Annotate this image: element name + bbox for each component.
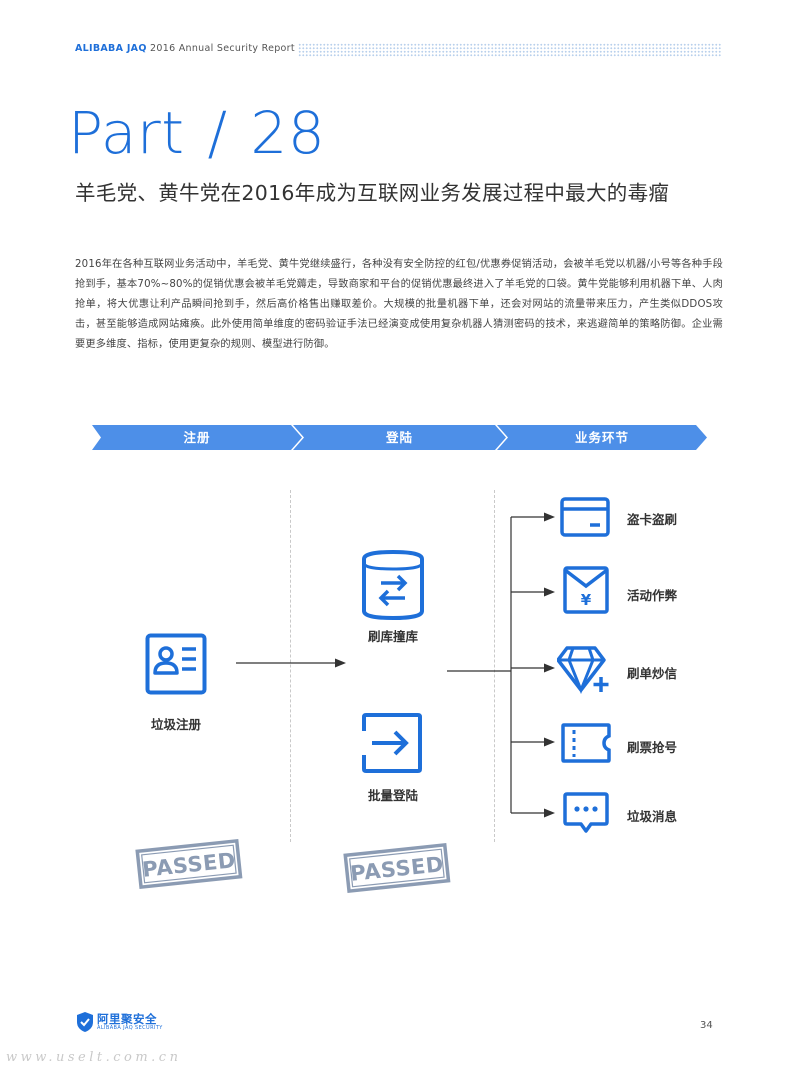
page-subtitle: 羊毛党、黄牛党在2016年成为互联网业务发展过程中最大的毒瘤 — [75, 181, 670, 205]
footer-logo-cn: 阿里聚安全 — [97, 1012, 157, 1026]
part-slash: / — [207, 99, 228, 167]
header-brand: ALIBABA JAQ — [75, 43, 147, 54]
header-report-title: 2016 Annual Security Report — [150, 43, 295, 54]
stage-login-label: 登陆 — [385, 430, 413, 445]
business-item-card-theft: 盗卡盗刷 — [627, 512, 678, 527]
part-number: 28 — [250, 99, 326, 167]
batch-login-caption: 批量登陆 — [367, 788, 418, 803]
login-enter-icon — [362, 713, 422, 773]
stage-register: 注册 — [92, 425, 302, 450]
shield-logo-icon — [76, 1011, 94, 1037]
part-heading: Part / 28 — [68, 104, 325, 162]
running-header: ALIBABA JAQ 2016 Annual Security Report — [75, 43, 295, 54]
stage-business-label: 业务环节 — [574, 430, 629, 445]
body-paragraph: 2016年在各种互联网业务活动中，羊毛党、黄牛党继续盛行，各种没有安全防控的红包… — [75, 259, 723, 350]
database-swap-icon — [361, 550, 425, 620]
svg-text:¥: ¥ — [581, 591, 592, 609]
stage-register-label: 注册 — [183, 430, 211, 445]
stage-business: 业务环节 — [497, 425, 707, 450]
yen-envelope-icon: ¥ — [563, 566, 609, 614]
header-dot-pattern — [298, 43, 722, 57]
business-item-spam-messages: 垃圾消息 — [627, 809, 678, 824]
business-item-fake-orders: 刷单炒信 — [627, 666, 678, 681]
diamond-plus-icon — [557, 646, 613, 694]
business-branch-lines — [447, 512, 555, 818]
credit-card-icon — [560, 497, 610, 537]
credential-stuffing-caption: 刷库撞库 — [367, 629, 418, 644]
part-label: Part — [68, 99, 185, 167]
footer-logo-en: ALIBABA JAQ SECURITY — [97, 1025, 163, 1031]
ticket-icon — [561, 723, 611, 763]
chat-bubble-icon — [563, 792, 609, 834]
passed-stamp-login: PASSED — [341, 842, 453, 900]
page-number: 34 — [700, 1020, 713, 1031]
passed-stamp-register: PASSED — [133, 838, 245, 896]
register-caption: 垃圾注册 — [150, 717, 201, 732]
stage-login: 登陆 — [293, 425, 506, 450]
id-card-icon — [145, 633, 207, 695]
stage-divider-2 — [494, 490, 495, 842]
business-item-ticket-scalping: 刷票抢号 — [627, 740, 678, 755]
site-watermark: www.uselt.com.cn — [6, 1050, 182, 1065]
business-item-promo-cheating: 活动作弊 — [627, 588, 678, 603]
stage-divider-1 — [290, 490, 291, 842]
register-to-login-arrow — [236, 658, 346, 668]
